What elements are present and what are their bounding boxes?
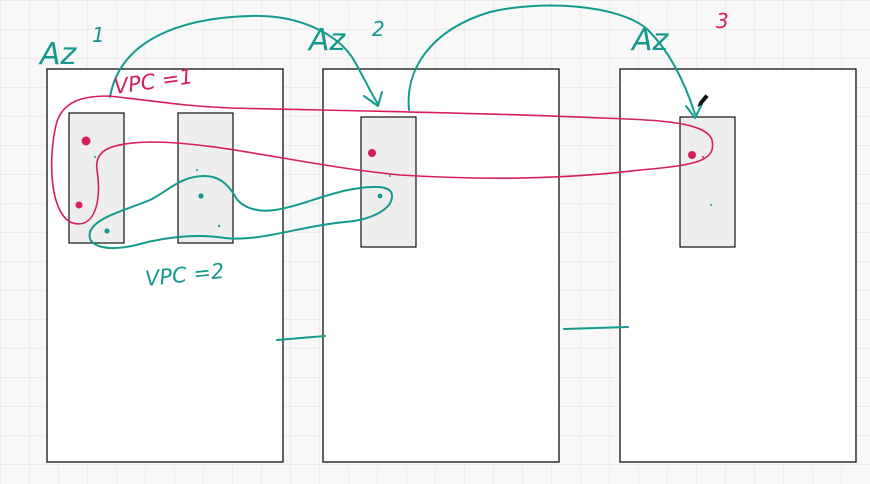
az1-subnet-a [68,112,125,244]
az2-subnet [360,116,417,248]
instance-dot [81,136,91,146]
az1-number: 1 [92,23,105,47]
az2-box [322,68,560,463]
az1-subnet-b [177,112,234,244]
speck [710,204,712,206]
az3-label: Az [630,23,670,58]
az3-subnet [679,116,736,248]
instance-dot [104,228,110,234]
az3-number: 3 [716,9,729,33]
speck [94,156,96,158]
az1-label: Az [38,37,78,72]
az2-label: Az [307,23,347,58]
teal-arc-az2-to-az3 [407,4,696,115]
teal-arc-az1-to-az2 [109,14,379,105]
speck [196,169,198,171]
teal-dash-az2-az3 [563,326,629,330]
speck [217,224,221,228]
instance-dot [377,193,383,199]
vpc1-outline [50,95,714,225]
az3-box [619,68,857,463]
vpc2-outline [88,175,393,249]
pen-cursor-icon [697,94,709,108]
speck [389,175,391,177]
instance-dot [688,151,696,159]
az2-number: 2 [372,17,385,41]
teal-arrowhead-az3 [685,103,703,119]
instance-dot [75,201,83,209]
instance-dot [368,149,376,157]
speck [702,156,704,158]
teal-dash-az1-az2 [276,335,326,341]
instance-dot [198,193,204,199]
teal-arrowhead-az2 [363,91,383,107]
